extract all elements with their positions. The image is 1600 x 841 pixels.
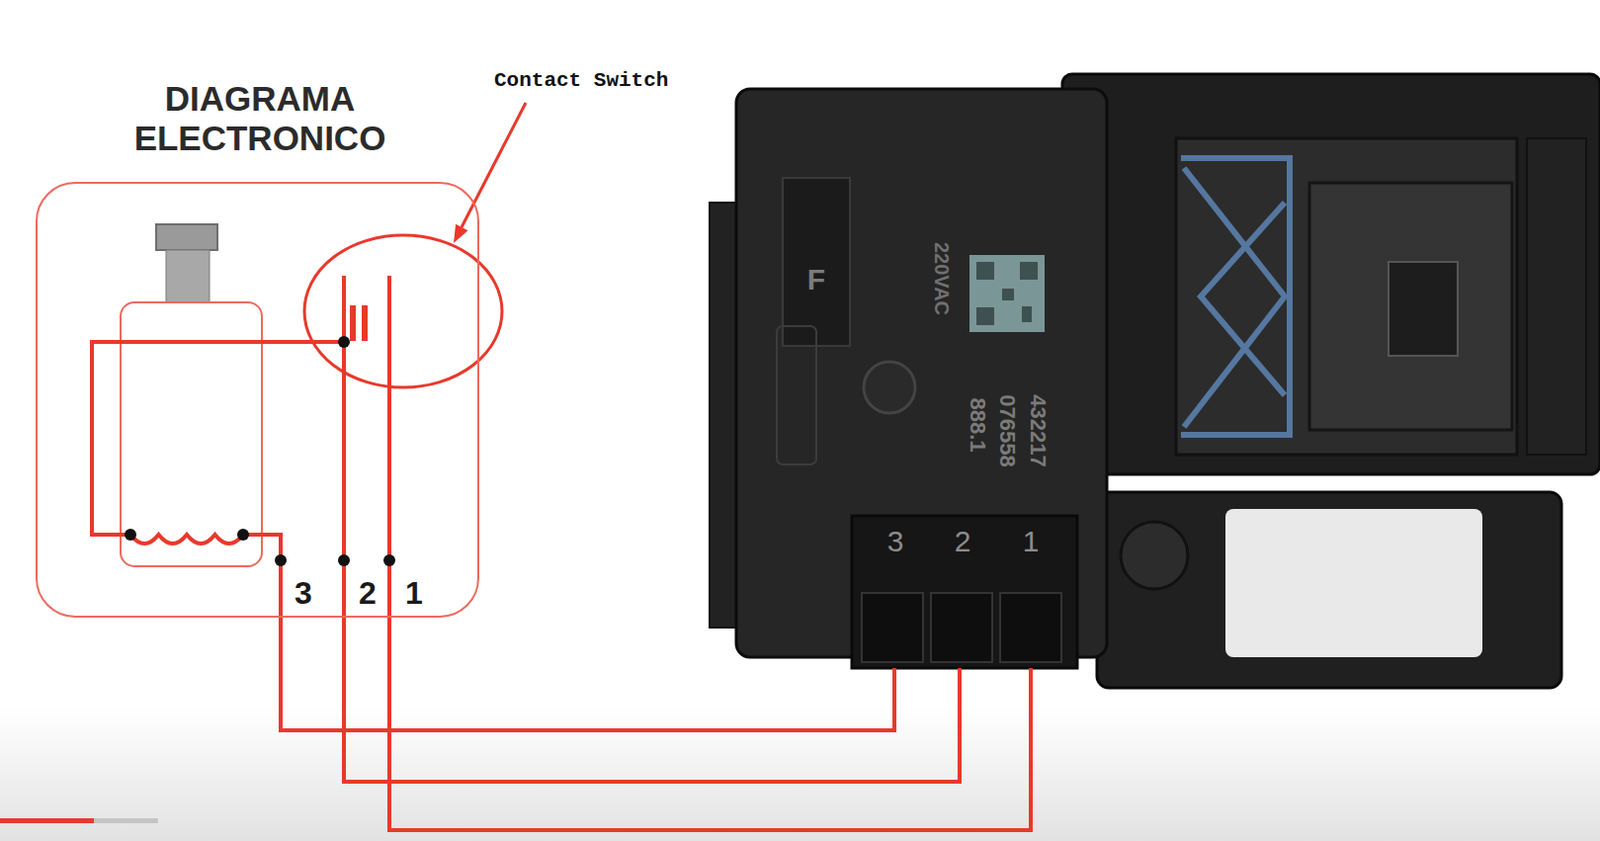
part-marking: 888.1 [964,397,991,452]
door-lock-photo [709,74,1600,688]
lock-window [1176,138,1517,455]
plunger-stem [166,250,210,303]
connector-slot [861,592,924,663]
part-marking: 432217 [1024,394,1051,467]
terminal-dot [274,554,287,567]
wire [280,617,895,731]
qr-code [969,254,1045,333]
lock-rib [1526,138,1587,455]
junction-dot [237,528,250,541]
brand-mark [776,326,817,465]
progress-track [0,818,159,824]
lock-base [1096,492,1562,688]
wire [343,617,960,782]
qr-code [1002,288,1014,301]
pin-number: 2 [358,575,377,612]
callout-ellipse [304,235,503,388]
coil-wire [91,341,344,535]
pin-number: 1 [1022,524,1040,559]
junction-dot [124,528,137,541]
connector-slot [930,592,993,663]
progress-bar [0,818,94,824]
leader-line [461,102,526,228]
terminal-dot [337,554,350,567]
qr-code [1019,261,1038,280]
connector-housing [851,515,1078,669]
lock-opening [1225,508,1483,658]
switch-wire [387,275,392,618]
lock-schematic: 3 21 [35,181,480,618]
connector-slot [1000,592,1062,663]
rivet [863,361,916,414]
pin-number: 3 [294,575,313,612]
qr-code [976,261,995,280]
callout-label: Contact Switch [494,69,669,92]
switch-wire [341,275,346,618]
lock-slot [1309,182,1513,430]
pin-number: 2 [954,524,972,559]
switch-contact [361,305,368,341]
junction-dot [337,336,350,348]
qr-code [976,307,995,326]
plunger-cap [156,224,218,251]
switch-contact [349,305,356,341]
wire [389,617,1031,831]
connector-plug: 3 2 1 [851,515,1078,669]
lock-hole [1388,261,1458,356]
lock-tab [782,177,850,346]
pin-number: 1 [405,575,423,612]
mount-hole [1120,521,1188,590]
video-shade [0,706,1600,841]
qr-code [1021,306,1032,323]
lock-hook [1180,158,1290,435]
part-marking: 076558 [994,394,1020,467]
coil-symbol [130,534,244,544]
part-marking: F [807,262,826,297]
terminal-dot [383,554,396,567]
diagram-title: DIAGRAMA ELECTRONICO [98,79,422,159]
pin-number: 3 [887,524,905,559]
lock-frame [1062,74,1600,475]
leader-arrowhead [453,224,469,244]
part-marking: 220VAC [929,242,953,316]
coil-wire [243,534,281,618]
